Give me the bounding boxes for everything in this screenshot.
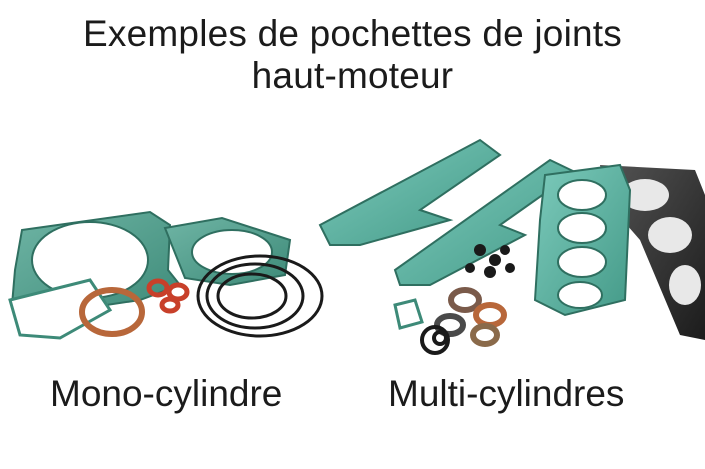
copper-ring xyxy=(79,287,145,337)
heading-line-1: Exemples de pochettes de joints xyxy=(83,13,622,54)
small-gasket xyxy=(393,298,424,330)
small-o-rings xyxy=(420,325,450,355)
heading-line-2: haut-moteur xyxy=(251,55,454,96)
valve-rings xyxy=(434,287,507,347)
o-rings xyxy=(196,254,324,338)
multi-cylinder-gasket-kit-photo xyxy=(318,138,705,355)
small-red-rings xyxy=(146,278,190,314)
mono-cylinder-gasket-kit-photo xyxy=(8,210,324,340)
caption-mono-cylinder: Mono-cylindre xyxy=(50,373,283,414)
cam-cover-gasket-2 xyxy=(393,158,577,286)
caption-multi-cylinder: Multi-cylindres xyxy=(388,373,625,414)
small-seals xyxy=(465,244,515,278)
cam-cover-gasket-1 xyxy=(318,138,502,246)
